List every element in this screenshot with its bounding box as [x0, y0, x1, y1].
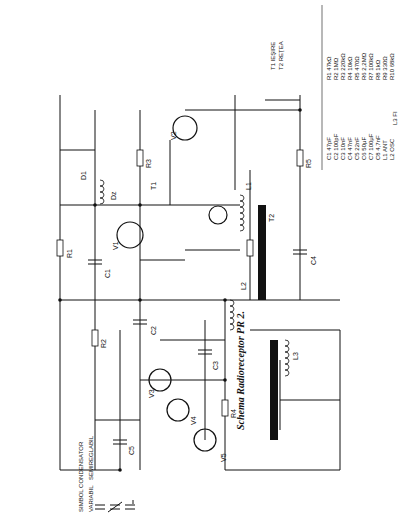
- part-label: L3 FI: [392, 111, 398, 125]
- part-label: SEMIREGLABIL: [88, 436, 94, 480]
- part-label: R8 1kΩ: [375, 60, 381, 80]
- part-label: L2 OSC: [389, 139, 395, 160]
- part-label: L1: [245, 182, 252, 190]
- part-label: L3: [292, 352, 299, 360]
- part-label: T2 REŢEA: [278, 41, 284, 70]
- part-label: T1: [150, 182, 157, 190]
- resistors: [57, 150, 303, 416]
- transformer-core: [258, 205, 266, 300]
- part-label: C4: [310, 256, 317, 265]
- legend-symbols: [95, 500, 135, 512]
- part-label: R9 330Ω: [382, 56, 388, 80]
- part-label: C1 47pF: [326, 137, 332, 160]
- part-label: C7 100μF: [368, 134, 374, 160]
- wires: [60, 95, 340, 470]
- part-label: R5: [305, 159, 312, 168]
- part-label: C6 50μF: [361, 137, 367, 160]
- capacitors: [88, 250, 307, 444]
- junction-dots: [58, 108, 302, 472]
- part-label: C4 47nF: [347, 137, 353, 160]
- transformer-core: [270, 340, 278, 440]
- part-label: V4: [190, 416, 197, 425]
- part-label: R5 470Ω: [354, 56, 360, 80]
- part-label: D1: [80, 171, 87, 180]
- part-label: R1 47kΩ: [326, 57, 332, 81]
- part-label: C5: [128, 446, 135, 455]
- part-label: T2: [268, 214, 275, 222]
- part-label: C5 22nF: [354, 137, 360, 160]
- part-label: R2: [100, 339, 107, 348]
- part-label: V2: [170, 131, 177, 140]
- part-label: R4 10kΩ: [347, 57, 353, 81]
- part-label: R3: [145, 159, 152, 168]
- part-label: L2: [240, 282, 247, 290]
- part-label: V3: [148, 389, 155, 398]
- part-label: V5: [220, 453, 227, 462]
- part-label: R1: [66, 249, 73, 258]
- part-label: R10 68kΩ: [389, 53, 395, 80]
- part-label: V1: [112, 241, 119, 250]
- part-label: C1: [104, 269, 111, 278]
- part-label: C3 10nF: [340, 137, 346, 160]
- part-label: C2 100pF: [333, 134, 339, 160]
- part-label: R6 2,2MΩ: [361, 53, 367, 80]
- part-label: C3: [212, 361, 219, 370]
- tubes: [117, 116, 227, 451]
- part-label: R7 100kΩ: [368, 53, 374, 80]
- part-label: VARIABIL: [88, 485, 94, 512]
- coils: [100, 180, 289, 376]
- part-label: T1 IEŞIRE: [270, 42, 276, 70]
- part-label: R2 1MΩ: [333, 58, 339, 80]
- part-label: C8 4,7nF: [375, 135, 381, 160]
- part-label: R3 220kΩ: [340, 53, 346, 80]
- part-label: L1 ANT: [382, 140, 388, 160]
- part-label: R4: [230, 409, 237, 418]
- part-label: SIMBOL CONDENSATOR: [78, 442, 84, 512]
- part-label: C2: [150, 326, 157, 335]
- title: Schema Radioreceptor PR 2.: [236, 311, 246, 430]
- part-label: Dz: [110, 191, 117, 200]
